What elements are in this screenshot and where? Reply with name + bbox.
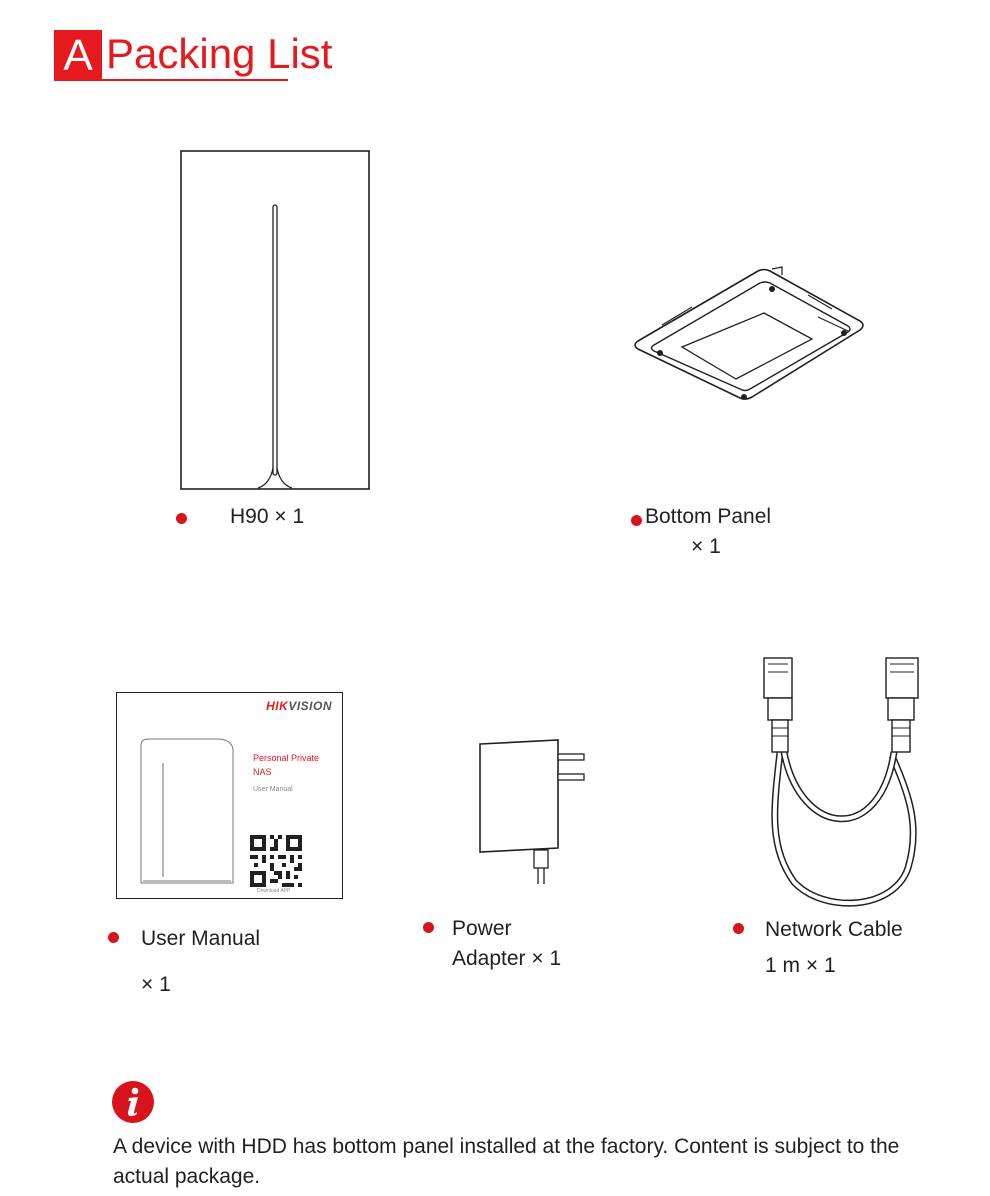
h90-device-illustration (180, 150, 370, 490)
user-manual-cover: HIKVISION Personal Private NAS User Manu… (116, 692, 343, 899)
info-icon (112, 1081, 154, 1123)
manual-brand-hik: HIK (266, 699, 289, 713)
power-adapter-illustration (479, 739, 585, 884)
bullet-user-manual (108, 932, 119, 943)
network-cable-quantity: 1 m × 1 (765, 954, 836, 977)
manual-title-line2: NAS (253, 767, 272, 777)
bottom-panel-quantity: × 1 (691, 535, 721, 558)
manual-subtitle: User Manual (253, 786, 293, 793)
manual-device-image (140, 738, 234, 884)
manual-brand-logo: HIKVISION (266, 699, 332, 713)
bullet-bottom-panel (631, 515, 642, 526)
network-cable-illustration (763, 657, 919, 907)
bullet-network-cable (733, 923, 744, 934)
manual-qr-caption: Download APP (257, 888, 291, 894)
user-manual-label: User Manual (141, 927, 261, 950)
page-title: Packing List (106, 30, 333, 77)
power-adapter-quantity: Adapter × 1 (452, 947, 562, 970)
power-adapter-label: Power (452, 917, 512, 940)
network-cable-label: Network Cable (765, 918, 903, 941)
manual-brand-vision: VISION (288, 699, 332, 713)
h90-label: H90 × 1 (230, 505, 305, 528)
user-manual-quantity: × 1 (141, 973, 171, 996)
qr-code-icon (250, 835, 302, 887)
bottom-panel-label: Bottom Panel (645, 505, 772, 528)
bottom-panel-illustration (634, 266, 864, 400)
bullet-power-adapter (423, 922, 434, 933)
bullet-h90 (176, 513, 187, 524)
section-letter-badge: A (54, 30, 102, 80)
manual-title-line1: Personal Private (253, 753, 320, 763)
title-underline (54, 79, 288, 81)
note-text: A device with HDD has bottom panel insta… (113, 1135, 900, 1188)
